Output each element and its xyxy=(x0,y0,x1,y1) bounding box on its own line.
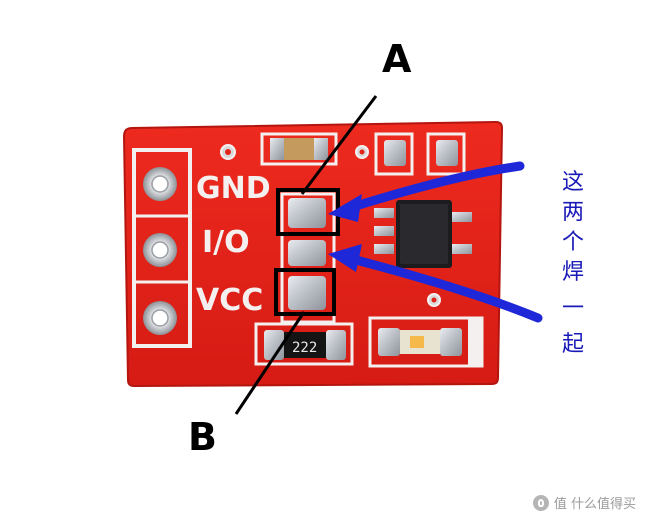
watermark-logo-icon xyxy=(532,494,549,511)
resistor-222: 222 xyxy=(254,322,354,366)
silkscreen-header-outline xyxy=(132,148,192,348)
note-char: 焊 xyxy=(561,260,584,285)
annotation-note: 这 两 个 焊 一 起 xyxy=(558,168,588,360)
marker-box-b xyxy=(274,268,336,316)
note-char: 个 xyxy=(561,230,584,255)
leader-line-a xyxy=(300,95,378,195)
led xyxy=(368,316,484,368)
through-hole-vcc xyxy=(143,301,177,335)
touch-ic xyxy=(374,200,472,268)
through-hole-io xyxy=(143,233,177,267)
blue-arrow-top xyxy=(328,161,525,222)
label-b: B xyxy=(188,415,217,459)
resistor-code: 222 xyxy=(292,340,317,356)
watermark: 值 什么值得买 xyxy=(532,493,636,512)
silk-gnd-label: GND xyxy=(196,171,271,206)
via xyxy=(431,297,437,303)
watermark-text: 值 什么值得买 xyxy=(553,497,636,512)
blue-arrow-bottom xyxy=(328,244,543,323)
silk-io-label: I/O xyxy=(202,225,250,260)
note-char: 这 xyxy=(561,170,584,195)
via xyxy=(225,149,231,155)
through-hole-gnd xyxy=(143,167,177,201)
label-a: A xyxy=(382,37,412,81)
pads-top-right xyxy=(374,132,466,176)
center-pads xyxy=(280,192,336,324)
note-char: 起 xyxy=(561,332,584,357)
note-char: 一 xyxy=(561,296,584,321)
silk-vcc-label: VCC xyxy=(196,283,263,318)
leader-line-b xyxy=(234,311,306,415)
capacitor-top xyxy=(260,132,338,166)
via xyxy=(359,149,365,155)
note-char: 两 xyxy=(561,200,584,225)
